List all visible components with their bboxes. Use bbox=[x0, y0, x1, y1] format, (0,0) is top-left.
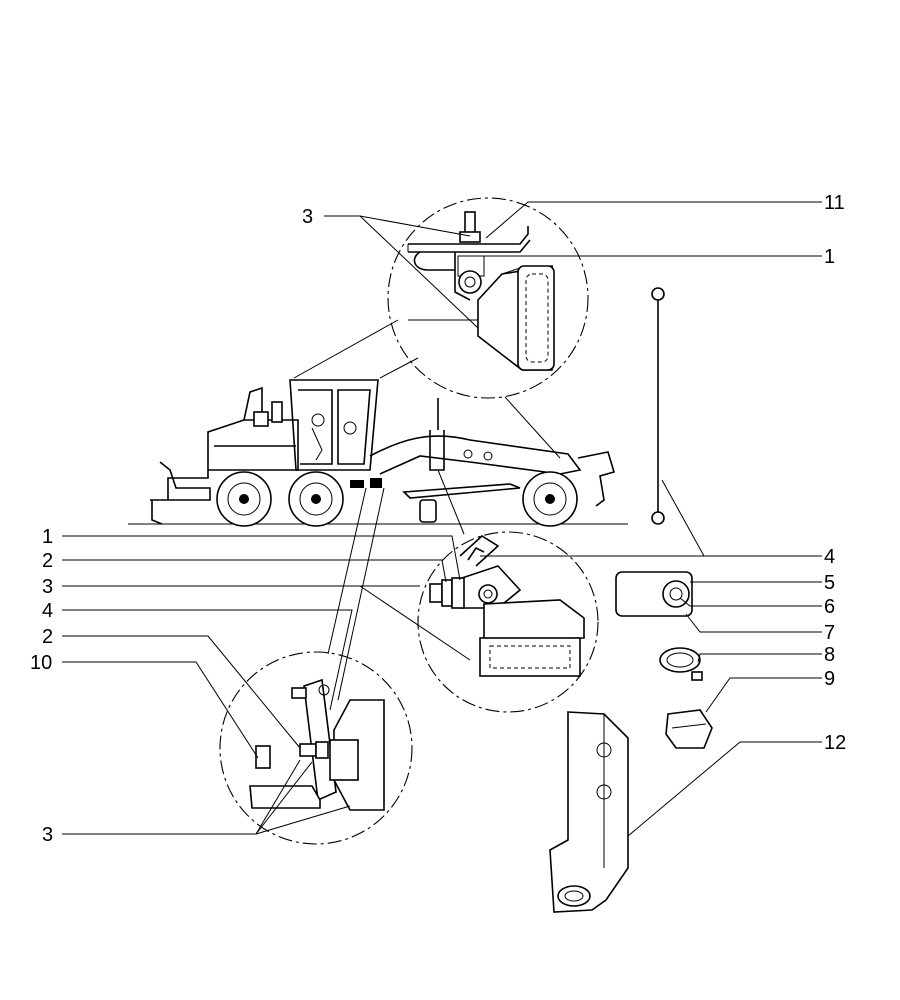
plate-part-5-6-7 bbox=[615, 571, 693, 617]
leader-mid-circle bbox=[437, 469, 465, 535]
callout-9: 9 bbox=[824, 668, 835, 690]
callout-3-low: 3 bbox=[42, 824, 53, 846]
callout-2-low: 2 bbox=[42, 626, 53, 648]
leader-cab-left bbox=[293, 319, 399, 379]
callout-4-right: 4 bbox=[824, 546, 835, 568]
callout-7: 7 bbox=[824, 622, 835, 644]
callout-6: 6 bbox=[824, 596, 835, 618]
detail-circle-middle bbox=[417, 531, 599, 713]
callout-leaders bbox=[62, 201, 822, 837]
callout-3-mid: 3 bbox=[42, 576, 53, 598]
motor-grader bbox=[128, 379, 628, 527]
cable-part bbox=[651, 287, 665, 525]
leader-low-left bbox=[327, 487, 367, 655]
callout-12: 12 bbox=[824, 732, 846, 754]
mounting-bracket-part-12 bbox=[549, 711, 629, 913]
leader-low-right bbox=[337, 487, 385, 701]
callout-1-top: 1 bbox=[824, 246, 835, 268]
callout-labels: 11 3 1 1 2 3 4 4 5 6 7 8 9 12 2 10 3 bbox=[30, 192, 846, 846]
clamp-part-8 bbox=[659, 647, 703, 681]
callout-11-top: 11 bbox=[824, 192, 845, 214]
detail-circle-top bbox=[387, 197, 589, 399]
callout-10: 10 bbox=[30, 652, 52, 674]
callout-5: 5 bbox=[824, 572, 835, 594]
callout-8: 8 bbox=[824, 644, 835, 666]
callout-4-mid: 4 bbox=[42, 600, 53, 622]
callout-3-top: 3 bbox=[302, 206, 313, 228]
callout-1-mid: 1 bbox=[42, 526, 53, 548]
callout-2-mid: 2 bbox=[42, 550, 53, 572]
detail-circle-lower bbox=[219, 651, 413, 845]
grommet-part-9 bbox=[665, 709, 713, 749]
leader-cab-right bbox=[379, 357, 419, 379]
leader-rear bbox=[504, 396, 561, 459]
